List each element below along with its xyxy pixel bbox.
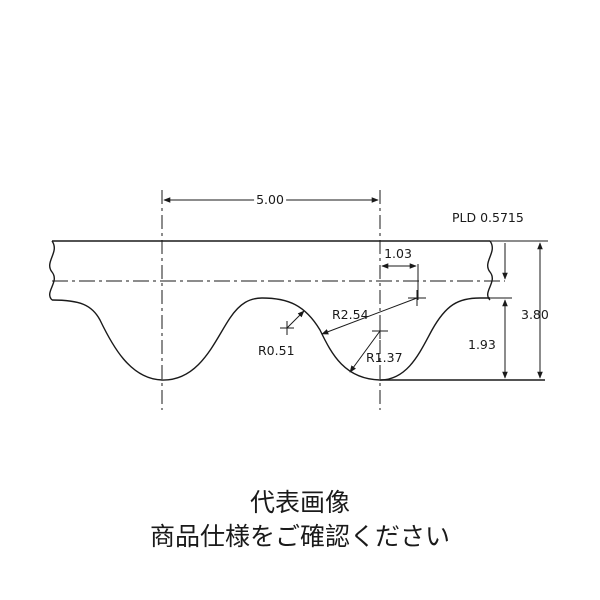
offset-label: 1.03 — [384, 246, 412, 261]
caption-check-specs: 商品仕様をご確認ください — [149, 522, 450, 551]
r2-arrow — [321, 297, 418, 335]
pld-label: PLD 0.5715 — [452, 210, 524, 225]
tooth-profile-right — [379, 297, 490, 381]
caption-representative-image: 代表画像 — [249, 488, 350, 517]
left-break-line — [49, 240, 55, 301]
r3-arrow — [349, 330, 381, 373]
total-height-label: 3.80 — [521, 307, 549, 322]
tooth-height-label: 1.93 — [468, 337, 496, 352]
r3-label: R1.37 — [366, 350, 403, 365]
pitch-label: 5.00 — [256, 192, 284, 207]
right-break-line — [487, 240, 493, 301]
r1-label: R0.51 — [258, 343, 295, 358]
r2-label: R2.54 — [332, 307, 369, 322]
r1-arrow — [286, 310, 305, 329]
